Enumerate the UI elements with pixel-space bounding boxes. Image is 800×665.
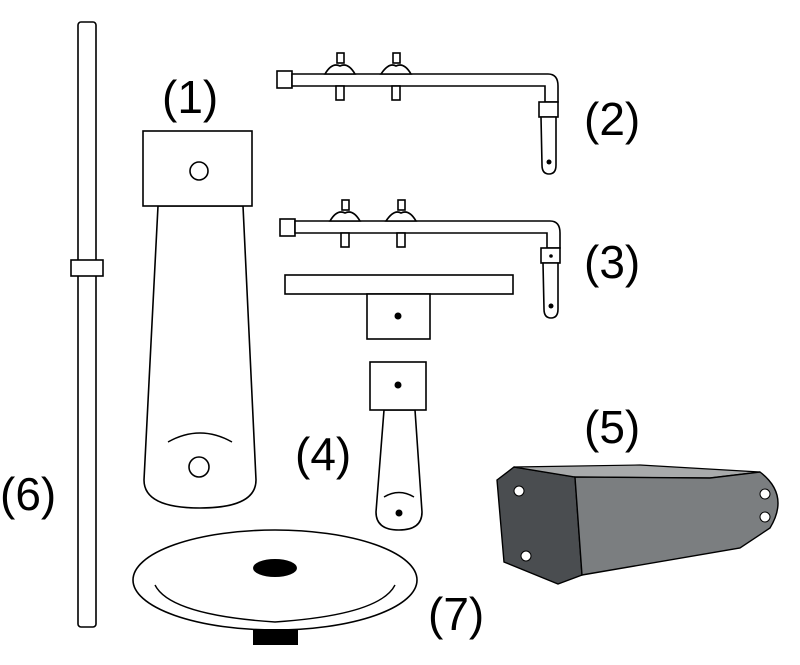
label-part-2: (2): [584, 93, 640, 145]
label-part-3: (3): [584, 236, 640, 288]
part-3-clamp-b: [384, 199, 418, 248]
part-5-bracket: [496, 464, 779, 585]
part-4-top-plate: [284, 274, 514, 340]
part-1-arm: [142, 130, 257, 509]
label-part-7: (7): [428, 588, 484, 640]
part-3-clamp-a: [328, 199, 362, 248]
label-part-6: (6): [0, 468, 56, 520]
part-2-clamp-a: [323, 52, 357, 101]
part-6-pole: [70, 21, 104, 628]
part-3-bracket: [279, 199, 561, 319]
part-2-bracket: [276, 52, 559, 175]
label-part-1: (1): [162, 71, 218, 123]
part-4-arm: [369, 361, 427, 531]
label-part-5: (5): [584, 401, 640, 453]
part-2-clamp-b: [379, 52, 413, 101]
part-7-base: [132, 529, 418, 645]
label-part-4: (4): [295, 428, 351, 480]
